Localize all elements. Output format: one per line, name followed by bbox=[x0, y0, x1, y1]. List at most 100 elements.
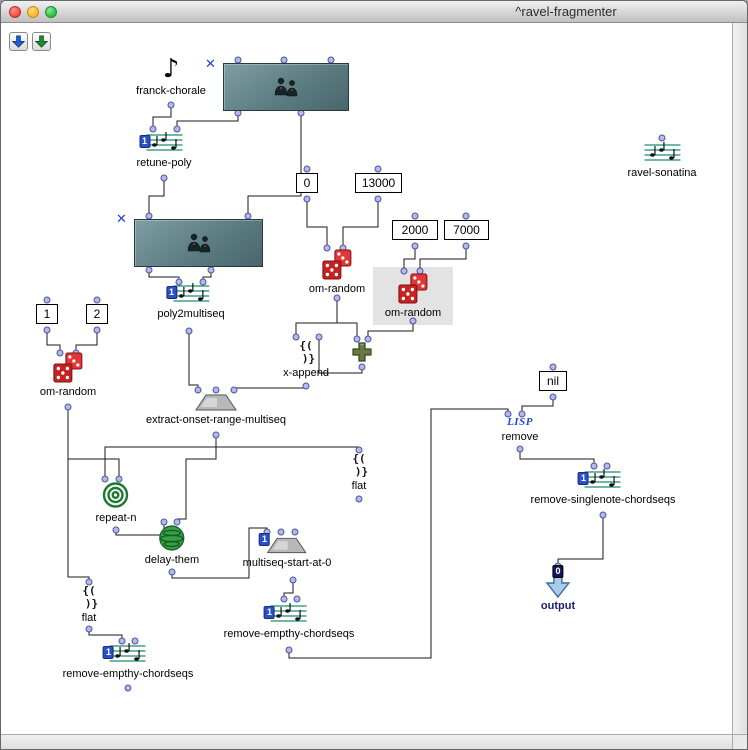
patch-cord[interactable] bbox=[521, 397, 554, 414]
patch-cord[interactable] bbox=[188, 331, 199, 390]
connection-dot[interactable] bbox=[549, 393, 557, 401]
connection-dot[interactable] bbox=[64, 403, 72, 411]
connection-dot[interactable] bbox=[131, 637, 139, 645]
connection-dot[interactable] bbox=[374, 165, 382, 173]
node-remove-singlenote-chordseqs[interactable]: 1 remove-singlenote-chordseqs bbox=[531, 468, 675, 507]
node-flat-right[interactable]: {( )} flat bbox=[347, 452, 371, 493]
connection-dot[interactable] bbox=[175, 278, 183, 286]
connection-dot[interactable] bbox=[43, 326, 51, 334]
patch-cord[interactable] bbox=[88, 629, 123, 641]
node-poly2multiseq[interactable]: 1 poly2multiseq bbox=[157, 282, 225, 321]
patch-cord[interactable] bbox=[148, 270, 180, 282]
connection-dot[interactable] bbox=[353, 335, 361, 343]
patch-cord[interactable] bbox=[295, 298, 338, 337]
patch-cord[interactable] bbox=[403, 246, 416, 271]
patch-cord[interactable] bbox=[152, 105, 172, 129]
patch-cord[interactable] bbox=[342, 199, 379, 248]
resize-grip[interactable] bbox=[732, 734, 747, 749]
minimize-button[interactable] bbox=[27, 6, 39, 18]
connection-dot[interactable] bbox=[518, 410, 526, 418]
connection-dot[interactable] bbox=[101, 475, 109, 483]
connection-dot[interactable] bbox=[293, 595, 301, 603]
patch-cord[interactable] bbox=[148, 178, 165, 216]
patch-box-top[interactable] bbox=[223, 63, 349, 111]
patch-cord[interactable] bbox=[176, 435, 217, 522]
connection-dot[interactable] bbox=[56, 349, 64, 357]
connection-dot[interactable] bbox=[411, 242, 419, 250]
patch-cord[interactable] bbox=[367, 321, 414, 339]
connection-dot[interactable] bbox=[115, 475, 123, 483]
connection-dot[interactable] bbox=[285, 646, 293, 654]
connection-dot[interactable] bbox=[411, 212, 419, 220]
connection-dot[interactable] bbox=[85, 578, 93, 586]
value-box[interactable]: 0 bbox=[296, 173, 318, 193]
zoom-button[interactable] bbox=[45, 6, 57, 18]
patch-cord[interactable] bbox=[519, 449, 595, 466]
node-franck-chorale[interactable]: ♪ franck-chorale bbox=[136, 55, 206, 98]
patch-cord[interactable] bbox=[67, 407, 120, 479]
connection-dot[interactable] bbox=[658, 134, 666, 142]
connection-dot[interactable] bbox=[173, 125, 181, 133]
connection-dot[interactable] bbox=[289, 576, 297, 584]
toolbar-blue-arrow-button[interactable] bbox=[9, 32, 28, 51]
patch-cord[interactable] bbox=[419, 246, 467, 271]
node-repeat-n[interactable]: repeat-n bbox=[96, 480, 136, 525]
node-delay-them[interactable]: delay-them bbox=[145, 524, 199, 567]
patch-cord[interactable] bbox=[247, 113, 302, 216]
patch-cord[interactable] bbox=[104, 435, 217, 479]
connection-dot[interactable] bbox=[409, 317, 417, 325]
connection-dot[interactable] bbox=[118, 637, 126, 645]
connection-dot[interactable] bbox=[185, 327, 193, 335]
connection-dot[interactable] bbox=[291, 528, 299, 536]
node-output[interactable]: 0 output bbox=[541, 565, 575, 613]
connection-dot[interactable] bbox=[315, 333, 323, 341]
value-box[interactable]: 7000 bbox=[444, 220, 489, 240]
connection-dot[interactable] bbox=[43, 296, 51, 304]
connection-dot[interactable] bbox=[93, 326, 101, 334]
node-om-random-right[interactable]: om-random bbox=[385, 273, 441, 320]
patch-cord[interactable] bbox=[215, 435, 360, 450]
connection-dot[interactable] bbox=[364, 335, 372, 343]
connection-dot[interactable] bbox=[212, 386, 220, 394]
connection-dot[interactable] bbox=[303, 165, 311, 173]
node-remove-empthy-chordseqs-left[interactable]: 1 remove-empthy-chordseqs bbox=[63, 642, 193, 681]
node-x-append[interactable]: {( )} x-append bbox=[283, 339, 329, 380]
horizontal-scrollbar[interactable] bbox=[1, 734, 732, 749]
connection-dot[interactable] bbox=[599, 511, 607, 519]
connection-dot[interactable] bbox=[194, 386, 202, 394]
node-multiseq-start-at-0[interactable]: 1 multiseq-start-at-0 bbox=[243, 533, 331, 570]
connection-dot[interactable] bbox=[207, 266, 215, 274]
connection-dot[interactable] bbox=[400, 267, 408, 275]
connection-dot[interactable] bbox=[230, 386, 238, 394]
connection-dot[interactable] bbox=[212, 431, 220, 439]
connection-dot[interactable] bbox=[145, 266, 153, 274]
connection-dot[interactable] bbox=[167, 101, 175, 109]
node-om-plus[interactable] bbox=[351, 341, 373, 363]
connection-dot[interactable] bbox=[173, 518, 181, 526]
node-ravel-sonatina[interactable]: ravel-sonatina bbox=[627, 141, 697, 180]
connection-dot[interactable] bbox=[292, 333, 300, 341]
connection-dot[interactable] bbox=[355, 446, 363, 454]
value-box[interactable]: 13000 bbox=[355, 173, 402, 193]
connection-dot[interactable] bbox=[160, 518, 168, 526]
connection-dot[interactable] bbox=[277, 528, 285, 536]
connection-dot[interactable] bbox=[112, 526, 120, 534]
vertical-scrollbar[interactable] bbox=[732, 23, 747, 734]
connection-dot[interactable] bbox=[303, 195, 311, 203]
connection-dot[interactable] bbox=[358, 363, 366, 371]
patch-cord[interactable] bbox=[75, 330, 98, 353]
connection-dot[interactable] bbox=[85, 625, 93, 633]
connection-dot[interactable] bbox=[302, 382, 310, 390]
node-flat-left[interactable]: {( )} flat bbox=[77, 584, 101, 625]
value-box[interactable]: 1 bbox=[36, 304, 58, 324]
patch-cord[interactable] bbox=[557, 515, 604, 566]
connection-dot[interactable] bbox=[504, 410, 512, 418]
node-om-random-middle[interactable]: om-random bbox=[309, 249, 365, 296]
connection-dot[interactable] bbox=[199, 278, 207, 286]
connection-dot[interactable] bbox=[333, 294, 341, 302]
patch-cord[interactable] bbox=[306, 199, 328, 248]
node-remove-empthy-chordseqs-middle[interactable]: 1 remove-empthy-chordseqs bbox=[224, 602, 354, 641]
connection-dot[interactable] bbox=[323, 244, 331, 252]
value-box[interactable]: 2000 bbox=[392, 220, 438, 240]
